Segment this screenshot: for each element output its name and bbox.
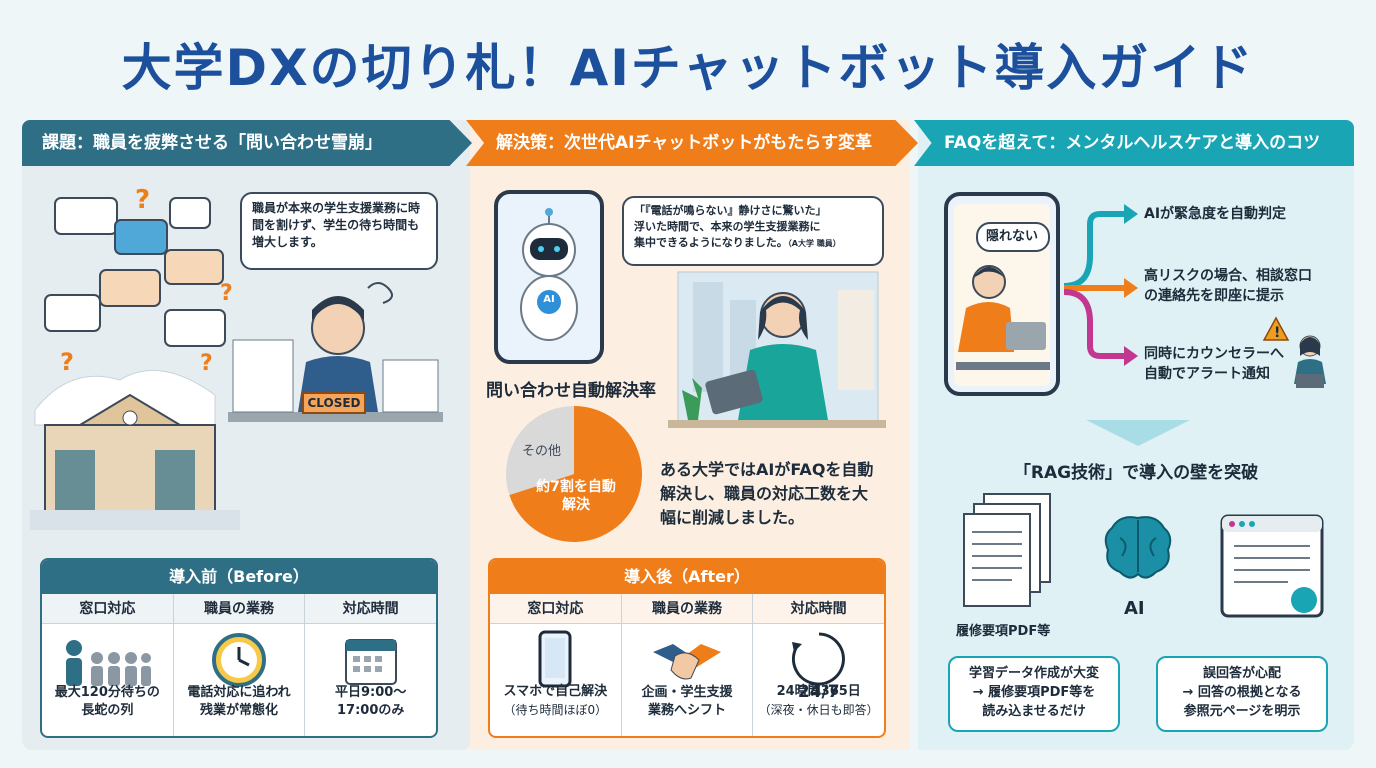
beyond-header: FAQを超えて：メンタルヘルスケアと導入のコツ [914, 120, 1354, 166]
pie-slice-0 [509, 406, 642, 542]
before-col-header: 窓口対応 [42, 594, 173, 624]
after-col-header: 職員の業務 [621, 594, 753, 624]
24-7-text: 24/7 [797, 682, 840, 702]
svg-text:?: ? [220, 281, 233, 306]
stressed-staff-illustration [228, 282, 443, 422]
pie-other-label: その他 [522, 444, 562, 459]
before-value-line1: 電話対応に追われ [187, 685, 291, 700]
university-building-icon [30, 369, 240, 530]
after-table: 導入後（After） 窓口対応 スマホで自己解決 （待ち時間ほぼ0） 職員の業務 … [488, 558, 886, 738]
before-col-header: 職員の業務 [173, 594, 305, 624]
auto-resolution-pie-chart [506, 406, 642, 542]
staff-quote-bubble: 「『電話が鳴らない』静けさに驚いた」 浮いた時間で、本来の学生支援業務に 集中で… [622, 196, 884, 266]
after-value-line1: スマホで自己解決 [503, 684, 608, 699]
pie-slice-1 [506, 406, 574, 496]
after-col-header: 対応時間 [753, 594, 884, 624]
before-value-line2: 17:00のみ [336, 703, 405, 718]
after-value-line2: （待ち時間ほぼ0） [503, 703, 608, 717]
calendar-icon [344, 639, 397, 685]
solution-description: ある大学ではAIがFAQを自動解決し、職員の対応工数を大幅に削減しました。 [660, 460, 874, 527]
after-col-header: 窓口対応 [490, 594, 621, 624]
after-value-line2: （深夜・休日も即答） [758, 703, 879, 717]
after-value-line1: 24時間365日 [776, 684, 861, 699]
clock-icon [212, 633, 266, 687]
pdf-documents-icon [963, 493, 1051, 607]
after-col-hours: 対応時間 24/7 24時間365日 （深夜・休日も即答） [753, 594, 884, 736]
robot-phone-illustration [494, 190, 604, 364]
chart-title: 問い合わせ自動解決率 [486, 381, 656, 401]
before-col-work: 職員の業務 電話対応に追われ残業が常態化 [173, 594, 306, 736]
svg-text:?: ? [200, 351, 213, 376]
svg-text:!: ! [1274, 325, 1280, 341]
smartphone-icon [538, 630, 572, 688]
after-table-title: 導入後（After） [490, 560, 884, 594]
flow-step-alert: 同時にカウンセラーへ自動でアラート通知 [1144, 346, 1284, 382]
handshake-icon [653, 644, 721, 680]
closed-sign: CLOSED [302, 392, 366, 414]
before-value-line2: 残業が常態化 [200, 703, 279, 718]
chat-bubbles-icon [44, 197, 226, 347]
page-title: 大学DXの切り札！AIチャットボット導入ガイド [121, 39, 1255, 97]
problem-speech-bubble: 職員が本来の学生支援業務に時間を割けず、学生の待ち時間も増大します。 [240, 192, 438, 270]
before-col-hours: 対応時間 平日9:00〜 17:00のみ [305, 594, 436, 736]
solution-header: 解決策：次世代AIチャットボットがもたらす変革 [466, 120, 918, 166]
tip-training-data: 学習データ作成が大変→ 履修要項PDF等を読み込ませるだけ [948, 656, 1120, 732]
happy-staff-illustration [668, 271, 886, 428]
pie-main-label: 約7割を自動解決 [536, 479, 616, 513]
rag-title: 「RAG技術」で導入の壁を突破 [1013, 463, 1259, 483]
warning-icon: ! [1262, 316, 1290, 341]
after-col-window: 窓口対応 スマホで自己解決 （待ち時間ほぼ0） [490, 594, 622, 736]
after-col-work: 職員の業務 企画・学生支援業務へシフト [621, 594, 754, 736]
before-value-line1: 最大120分待ちの [54, 685, 160, 700]
alert-flow-arrows [1063, 204, 1138, 366]
ai-label: AI [1124, 598, 1145, 619]
flow-step-contact: 高リスクの場合、相談窓口の連絡先を即座に提示 [1144, 268, 1312, 304]
flow-step-urgency: AIが緊急度を自動判定 [1144, 206, 1287, 222]
brain-ai-icon [1104, 516, 1172, 579]
queue-people-icon [66, 640, 152, 686]
tip-accuracy: 誤回答が心配→ 回答の根拠となる参照元ページを明示 [1156, 656, 1328, 732]
before-col-header: 対応時間 [305, 594, 436, 624]
counselor-icon [1294, 335, 1326, 388]
before-value-line1: 平日9:00〜 [335, 685, 407, 700]
problem-header: 課題：職員を疲弊させる「問い合わせ雪崩」 [22, 120, 472, 166]
after-value-line2: 業務へシフト [648, 703, 727, 718]
pdf-label: 履修要項PDF等 [956, 624, 1051, 639]
before-table-title: 導入前（Before） [42, 560, 436, 594]
before-table: 導入前（Before） 窓口対応 最大120分待ちの長蛇の列 職員の業務 電話対… [40, 558, 438, 738]
down-arrow-icon [1086, 420, 1190, 446]
robot-ai-label: AI [543, 294, 555, 305]
before-value-line2: 長蛇の列 [81, 703, 134, 718]
reference-page-icon [1220, 514, 1324, 618]
after-value-line1: 企画・学生支援 [641, 685, 733, 700]
before-col-window: 窓口対応 最大120分待ちの長蛇の列 [42, 594, 174, 736]
svg-text:?: ? [60, 348, 74, 376]
svg-text:?: ? [135, 185, 150, 215]
24-7-icon [791, 632, 845, 686]
hidden-worry-bubble: 隠れない [976, 222, 1050, 252]
inquiry-avalanche-illustration: ? ? ? ? [30, 185, 240, 530]
